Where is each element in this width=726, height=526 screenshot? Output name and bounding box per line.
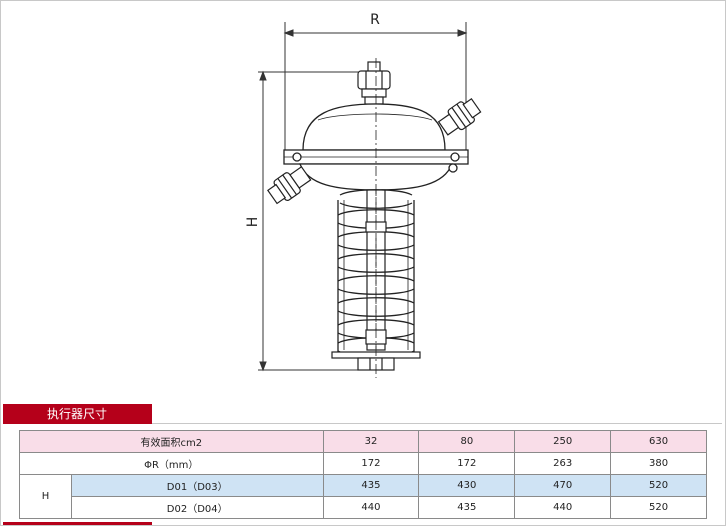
cell-r-1: 172 xyxy=(322,452,420,475)
table-row-d2: D02（D04） 440 435 440 520 xyxy=(20,496,707,519)
dimension-h xyxy=(258,70,372,372)
dim-h-label: H xyxy=(245,217,261,228)
actuator-size-table: 有效面积cm2 32 80 250 630 ΦR（mm） 172 172 263… xyxy=(19,430,707,519)
dimension-r xyxy=(283,22,468,160)
cell-d1-2: 430 xyxy=(418,474,516,497)
table-row-area: 有效面积cm2 32 80 250 630 xyxy=(19,430,707,453)
dim-r-label: R xyxy=(370,12,380,28)
section-title: 执行器尺寸 xyxy=(3,404,152,424)
cell-area-label: 有效面积cm2 xyxy=(19,430,324,453)
cell-d2-label: D02（D04） xyxy=(70,496,324,519)
cell-r-4: 380 xyxy=(610,452,707,475)
cell-r-2: 172 xyxy=(418,452,516,475)
cell-d2-1: 440 xyxy=(322,496,420,519)
left-fitting xyxy=(267,165,312,205)
cell-r-label: ΦR（mm） xyxy=(19,452,324,475)
actuator-drawing: R H xyxy=(245,12,482,378)
cell-area-1: 32 xyxy=(322,430,420,453)
cell-area-4: 630 xyxy=(610,430,707,453)
cell-area-2: 80 xyxy=(418,430,516,453)
right-fitting xyxy=(437,97,482,136)
cell-r-3: 263 xyxy=(514,452,612,475)
cell-d1-4: 520 xyxy=(610,474,707,497)
cell-h-label: H xyxy=(19,474,72,519)
table-row-r: ΦR（mm） 172 172 263 380 xyxy=(19,452,707,475)
cell-d2-2: 435 xyxy=(418,496,516,519)
footer-accent-bar xyxy=(3,522,152,525)
section-divider xyxy=(152,423,722,424)
cell-d1-label: D01（D03） xyxy=(70,474,324,497)
cell-d1-3: 470 xyxy=(514,474,612,497)
cell-area-3: 250 xyxy=(514,430,612,453)
table-row-d1: H D01（D03） 435 430 470 520 xyxy=(19,474,707,519)
cell-d2-4: 520 xyxy=(610,496,707,519)
top-connector xyxy=(357,61,391,105)
cell-d1-1: 435 xyxy=(322,474,420,497)
cell-d2-3: 440 xyxy=(514,496,612,519)
